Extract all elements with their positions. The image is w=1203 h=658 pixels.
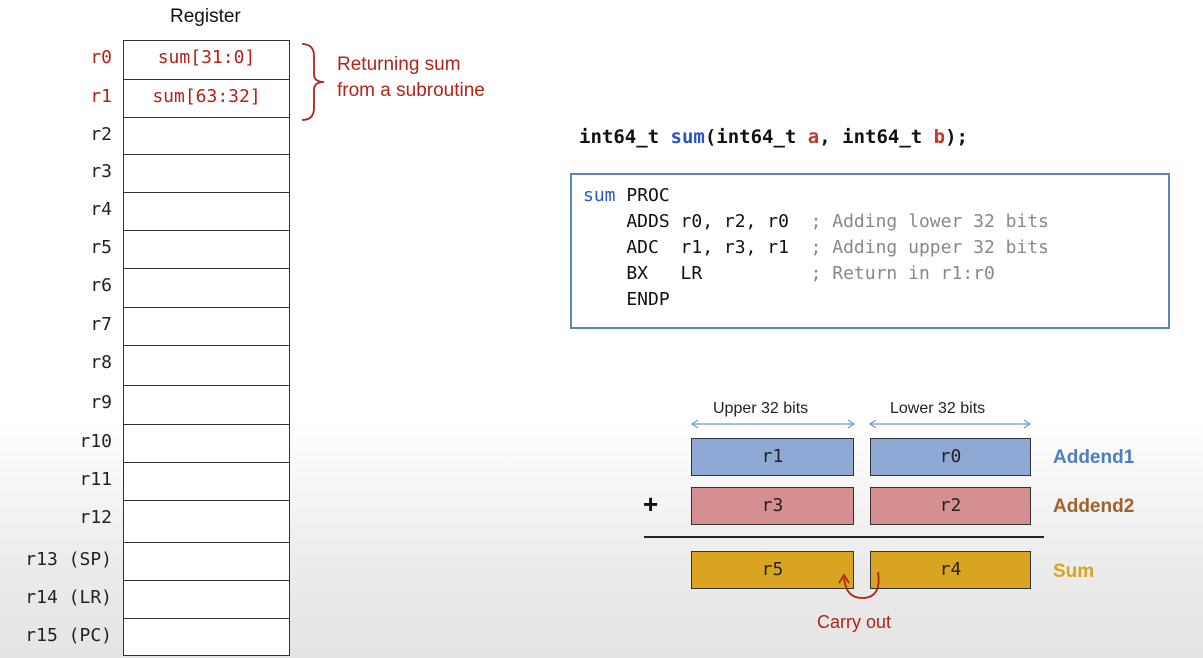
register-name-r7: r7 [90,314,112,335]
register-name-r13: r13 (SP) [25,549,112,570]
upper-bits-label: Upper 32 bits [713,400,809,417]
register-name-r8: r8 [90,352,112,373]
register-name-r4: r4 [90,199,112,220]
register-cell-r7 [123,307,290,346]
register-header: Register [170,6,241,27]
register-cell-r9 [123,385,290,425]
register-name-r2: r2 [90,124,112,145]
code-line: ADDS r0, r2, r0 ; Adding lower 32 bits [583,209,1049,235]
register-cell-r2 [123,117,290,155]
sum-lower-box: r4 [870,551,1031,589]
register-cell-r10 [123,424,290,463]
code-line: BX LR ; Return in r1:r0 [583,261,995,287]
function-signature: int64_t sum(int64_t a, int64_t b); [579,126,968,148]
register-cell-r5 [123,230,290,269]
code-instruction: ADDS r0, r2, r0 [583,211,811,232]
register-name-r9: r9 [90,392,112,413]
register-name-r14: r14 (LR) [25,587,112,608]
code-line: ADC r1, r3, r1 ; Adding upper 32 bits [583,235,1049,261]
addend1-upper-box: r1 [691,438,854,476]
addend2-upper-box: r3 [691,487,854,525]
addend1-label: Addend1 [1053,447,1135,468]
carry-out-label: Carry out [817,612,892,632]
register-name-r11: r11 [79,469,112,490]
code-instruction: ENDP [583,289,670,310]
register-cell-r0: sum[31:0] [123,40,290,80]
register-cell-r4 [123,192,290,231]
code-comment: ; Return in r1:r0 [810,263,995,284]
return-note-line2: from a subroutine [337,80,485,101]
sig-func-name: sum [670,126,705,148]
sig-type: int64_t [579,126,671,148]
register-cell-r13 [123,542,290,581]
carry-arrow-icon [838,571,880,599]
register-name-r6: r6 [90,275,112,296]
register-name-r10: r10 [79,431,112,452]
code-instruction: ADC r1, r3, r1 [583,237,811,258]
sig-mid: , int64_t [819,126,934,148]
register-name-r15: r15 (PC) [25,625,112,646]
lower-bits-label: Lower 32 bits [890,400,986,417]
proc-keyword: PROC [615,185,670,206]
addend1-lower-box: r0 [870,438,1031,476]
sum-upper-box: r5 [691,551,854,589]
register-cell-r8 [123,345,290,386]
code-line: ENDP [583,287,670,313]
register-cell-r3 [123,154,290,193]
register-name-r5: r5 [90,237,112,258]
register-cell-r6 [123,268,290,308]
addend2-label: Addend2 [1053,496,1135,517]
return-note: Returning sum from a subroutine [337,52,485,104]
register-cell-r14 [123,580,290,619]
register-name-r0: r0 [90,47,112,68]
code-comment: ; Adding lower 32 bits [810,211,1049,232]
sig-param-b: b [933,126,946,148]
register-name-r3: r3 [90,161,112,182]
addend2-lower-box: r2 [870,487,1031,525]
proc-name: sum [583,185,616,206]
sum-label: Sum [1053,561,1095,582]
register-cell-r12 [123,500,290,543]
sig-param-a: a [807,126,820,148]
register-cell-r1: sum[63:32] [123,79,290,118]
plus-sign: + [643,489,659,519]
bit-width-arrows [690,419,1032,429]
register-cell-r15 [123,618,290,656]
sig-close: ); [945,126,968,148]
register-cell-r11 [123,462,290,501]
register-name-r12: r12 [79,507,112,528]
brace-icon [301,43,325,121]
return-note-line1: Returning sum [337,54,461,75]
code-instruction: BX LR [583,263,811,284]
code-proc-line: sum PROC [583,183,670,209]
assembly-code-box: sum PROC ADDS r0, r2, r0 ; Adding lower … [570,173,1170,329]
sum-divider-line [644,536,1044,538]
sig-open: (int64_t [704,126,808,148]
register-name-r1: r1 [90,86,112,107]
code-comment: ; Adding upper 32 bits [810,237,1049,258]
